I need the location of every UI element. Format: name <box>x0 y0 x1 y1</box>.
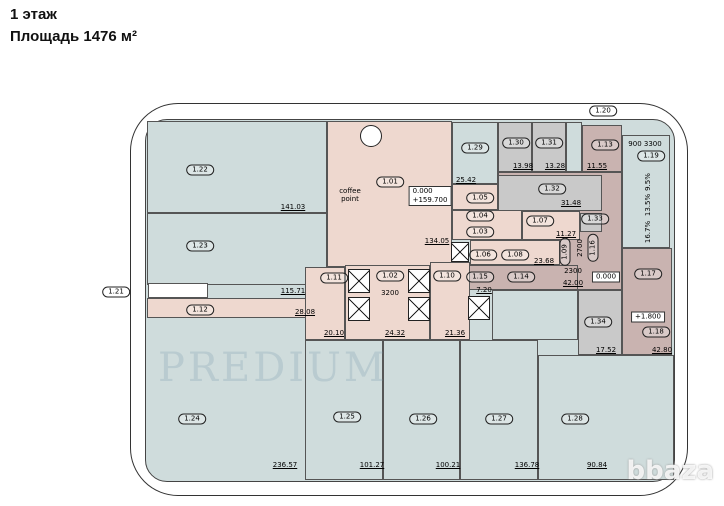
room-area: 7.20 <box>476 286 492 294</box>
room-1-08[interactable] <box>470 240 560 265</box>
room-label: 1.30 <box>502 137 530 149</box>
room-1-17[interactable] <box>622 248 672 355</box>
elevator-icon <box>408 269 430 293</box>
stair-west <box>148 283 208 298</box>
room-1-27[interactable] <box>460 340 538 480</box>
level-value: 0.000 <box>412 187 433 195</box>
room-label: 1.24 <box>178 413 206 425</box>
room-area: 90.84 <box>586 461 608 469</box>
room-label: 1.14 <box>507 271 535 283</box>
room-area: 17.52 <box>595 346 617 354</box>
room-label: 1.08 <box>501 249 529 261</box>
room-1-12[interactable] <box>147 298 307 318</box>
room-area: 28.08 <box>294 308 316 316</box>
room-label: 1.06 <box>469 249 497 261</box>
room-label: 1.11 <box>320 272 348 284</box>
room-1-26[interactable] <box>383 340 460 480</box>
corridor-office <box>492 290 578 340</box>
room-area: 141.03 <box>280 203 306 211</box>
elevator-icon <box>348 297 370 321</box>
watermark-logo: PREDIUM <box>158 345 388 391</box>
floor-title: 1 этаж <box>10 6 57 23</box>
room-label: 1.18 <box>642 326 670 338</box>
room-label: 1.31 <box>535 137 563 149</box>
elevator-icon <box>348 269 370 293</box>
room-label: 1.04 <box>466 210 494 222</box>
room-area: 23.68 <box>533 257 555 265</box>
room-1-11[interactable] <box>305 267 345 340</box>
room-label: 1.03 <box>466 226 494 238</box>
room-label: 1.33 <box>581 213 609 225</box>
room-label: 1.29 <box>461 142 489 154</box>
slope-label: 9.5% <box>644 173 652 191</box>
room-label: 1.09 <box>559 238 571 266</box>
room-1-20[interactable] <box>566 122 582 172</box>
elevator-icon <box>408 297 430 321</box>
room-label: 1.12 <box>186 304 214 316</box>
room-area: 25.42 <box>455 176 477 184</box>
floor-area: Площадь 1476 м² <box>10 28 137 45</box>
room-label: 1.10 <box>433 270 461 282</box>
room-label: 1.19 <box>637 150 665 162</box>
dimension-label: 2700 <box>576 239 584 257</box>
site-outline <box>130 103 688 496</box>
room-area: 100.21 <box>435 461 461 469</box>
room-area: 11.55 <box>586 162 608 170</box>
room-area: 20.10 <box>323 329 345 337</box>
dimension-label: 900 3300 <box>628 140 662 148</box>
slope-label: 16.7% <box>644 220 652 244</box>
room-label: 1.32 <box>538 183 566 195</box>
level-mark: +1.800 <box>631 311 665 323</box>
room-area: 134.05 <box>424 237 450 245</box>
room-label: 1.21 <box>102 286 130 298</box>
room-1-14[interactable] <box>465 265 578 290</box>
dimension-label: 3200 <box>381 289 399 297</box>
room-area: 13.28 <box>544 162 566 170</box>
dimension-label: 2300 <box>564 267 582 275</box>
room-1-25[interactable] <box>305 340 383 480</box>
room-label: 1.05 <box>466 192 494 204</box>
room-area: 101.27 <box>359 461 385 469</box>
room-label: 1.07 <box>526 215 554 227</box>
room-label: 1.16 <box>587 234 599 262</box>
coffee-point-label: coffee point <box>339 187 361 203</box>
elevator-icon <box>451 242 469 262</box>
room-label: 1.27 <box>485 413 513 425</box>
room-area: 21.36 <box>444 329 466 337</box>
room-label: 1.17 <box>634 268 662 280</box>
room-area: 24.32 <box>384 329 406 337</box>
slope-label: 13.5% <box>644 193 652 217</box>
room-label: 1.02 <box>376 270 404 282</box>
room-1-32[interactable] <box>498 175 602 211</box>
level-mark: 0.000 <box>591 271 621 283</box>
room-1-22[interactable] <box>147 121 327 213</box>
level-mark: 0.000+159.700 <box>408 186 452 206</box>
room-area: 115.71 <box>280 287 306 295</box>
room-label: 1.26 <box>409 413 437 425</box>
room-area: 42.80 <box>651 346 673 354</box>
revolving-door-icon <box>360 125 382 147</box>
room-label: 1.28 <box>561 413 589 425</box>
room-area: 13.98 <box>512 162 534 170</box>
room-label: 1.23 <box>186 240 214 252</box>
site-watermark: bbaza <box>626 456 714 486</box>
elevator-icon <box>468 296 490 320</box>
room-area: 31.48 <box>560 199 582 207</box>
room-label: 1.01 <box>376 176 404 188</box>
room-area: 11.27 <box>555 230 577 238</box>
level-value: +159.700 <box>412 196 448 204</box>
room-1-23[interactable] <box>147 213 327 285</box>
room-area: 236.57 <box>272 461 298 469</box>
room-label: 1.15 <box>466 271 494 283</box>
room-label: 1.25 <box>333 411 361 423</box>
room-label: 1.34 <box>584 316 612 328</box>
room-1-28[interactable] <box>538 355 674 480</box>
room-label: 1.13 <box>591 139 619 151</box>
room-label: 1.22 <box>186 164 214 176</box>
room-area: 136.78 <box>514 461 540 469</box>
room-area: 42.00 <box>562 279 584 287</box>
room-label: 1.20 <box>589 105 617 117</box>
